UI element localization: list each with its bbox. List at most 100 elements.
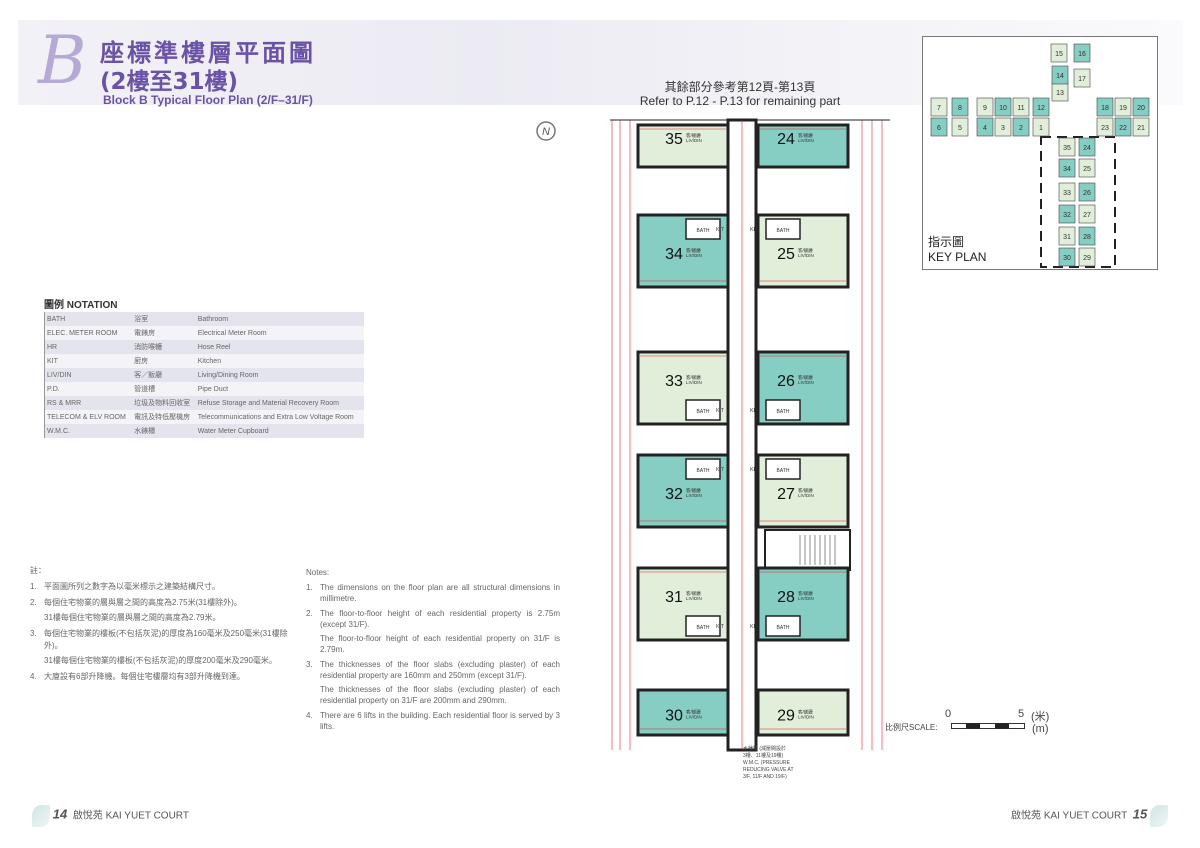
notation-zh: 電訊及特低壓機房: [134, 414, 191, 421]
scale-zero: 0: [945, 708, 952, 720]
key-plan-unit: [1114, 97, 1132, 117]
key-plan-unit-number: 35: [1063, 145, 1071, 152]
bath-label: BATH: [777, 625, 790, 631]
bath-label: BATH: [697, 409, 710, 415]
key-plan-unit-number: 12: [1037, 105, 1045, 112]
note-number: 4.: [30, 672, 37, 681]
unit-number: 24: [777, 131, 795, 148]
key-plan-unit: [994, 117, 1012, 137]
block-letter-logo: B: [38, 22, 87, 99]
refer-note-zh: 其餘部分參考第12頁-第13頁: [664, 80, 816, 94]
key-plan-unit-number: 28: [1083, 234, 1091, 241]
bath-label: BATH: [697, 625, 710, 631]
note-text: 大廈設有6部升降機。每個住宅樓層均有3部升降機到達。: [44, 672, 245, 681]
note-item: 4.There are 6 lifts in the building. Eac…: [306, 710, 560, 732]
bathroom: [685, 399, 721, 421]
room-label-zh: 客/飯廳: [798, 487, 813, 494]
kit-label: KIT: [716, 467, 724, 473]
room-label-zh: 客/飯廳: [686, 487, 701, 494]
notation-abbr: KIT: [47, 357, 58, 365]
refer-note-en: Refer to P.12 - P.13 for remaining part: [639, 94, 841, 108]
note-item: 2.每個住宅物業的層與層之間的高度為2.75米(31樓除外)。31樓每個住宅物業…: [30, 597, 300, 624]
unit-number: 30: [665, 708, 683, 725]
key-plan-unit-number: 5: [958, 125, 962, 132]
page-title-en: Block B Typical Floor Plan (2/F–31/F): [103, 93, 313, 107]
wmc-note-line: W.M.C. (PRESSURE: [743, 760, 791, 766]
unit-number: 25: [777, 246, 795, 263]
key-plan-unit-number: 27: [1083, 212, 1091, 219]
room-label-zh: 客/飯廳: [686, 590, 701, 597]
unit-number: 34: [665, 246, 683, 263]
room-label-en: LIV/DIN: [686, 380, 702, 385]
notation-zh: 浴室: [134, 316, 149, 323]
key-plan-unit-number: 8: [958, 105, 962, 112]
note-text: 每個住宅物業的層與層之間的高度為2.75米(31樓除外)。: [44, 598, 242, 607]
key-plan-unit: [1132, 97, 1150, 117]
note-text: The dimensions on the floor plan are all…: [320, 583, 560, 603]
key-plan-unit-number: 10: [999, 105, 1007, 112]
key-plan-unit-number: 16: [1078, 51, 1086, 58]
footer-right: 啟悅苑 KAI YUET COURT 15: [1011, 805, 1168, 827]
unit-number: 27: [777, 486, 795, 503]
notation-abbr: P.D.: [47, 385, 60, 393]
notation-en: Hose Reel: [197, 343, 231, 351]
unit-number: 28: [777, 589, 795, 606]
room-label-zh: 客/飯廳: [798, 590, 813, 597]
kit-label: KIT: [716, 624, 724, 630]
scale-unit-en: (m): [1032, 723, 1049, 735]
notation-abbr: LIV/DIN: [47, 371, 72, 379]
notes-zh-heading: 註：: [30, 566, 46, 575]
page-number-right: 15: [1132, 806, 1148, 822]
room-label-en: LIV/DIN: [686, 253, 702, 258]
room-label-zh: 客/飯廳: [686, 132, 701, 139]
kit-label: KIT: [750, 624, 758, 630]
key-plan-unit-number: 9: [983, 105, 987, 112]
note-number: 3.: [30, 629, 37, 638]
note-number: 2.: [30, 598, 37, 607]
key-plan-unit: [1132, 117, 1150, 137]
notation-zh: 管道槽: [134, 386, 156, 393]
key-plan-unit-number: 20: [1137, 105, 1145, 112]
key-plan-unit: [1073, 43, 1091, 63]
kit-label: KIT: [716, 408, 724, 414]
room-label-en: LIV/DIN: [686, 493, 702, 498]
key-plan-unit-number: 3: [1001, 125, 1005, 132]
notation-abbr: RS & MRR: [47, 399, 82, 407]
room-label-zh: 客/飯廳: [686, 374, 701, 381]
note-text: 平面圖所列之數字為以毫米標示之建築結構尺寸。: [44, 582, 220, 591]
unit-number: 29: [777, 708, 795, 725]
key-plan-unit-number: 18: [1101, 105, 1109, 112]
key-plan-unit-number: 23: [1101, 125, 1109, 132]
notes-zh: 註： 1.平面圖所列之數字為以毫米標示之建築結構尺寸。 2. 每個住宅物業的層與層之…: [30, 565, 300, 683]
key-plan-unit-number: 33: [1063, 190, 1071, 197]
note-item: 1.平面圖所列之數字為以毫米標示之建築結構尺寸。: [30, 581, 300, 593]
estate-name-left: 啟悅苑 KAI YUET COURT: [72, 810, 189, 822]
room-label-en: LIV/DIN: [798, 138, 814, 143]
key-plan-unit: [976, 97, 994, 117]
room-label-en: LIV/DIN: [686, 715, 702, 720]
note-number: 2.: [306, 609, 313, 618]
note-text-2: 31樓每個住宅物業的樓板(不包括灰泥)的厚度200毫米及290毫米。: [44, 656, 277, 665]
key-plan-unit: [1078, 247, 1096, 267]
kit-label: KIT: [750, 467, 758, 473]
bird-logo-icon: [1150, 805, 1168, 827]
notation-abbr: ELEC. METER ROOM: [47, 329, 118, 337]
